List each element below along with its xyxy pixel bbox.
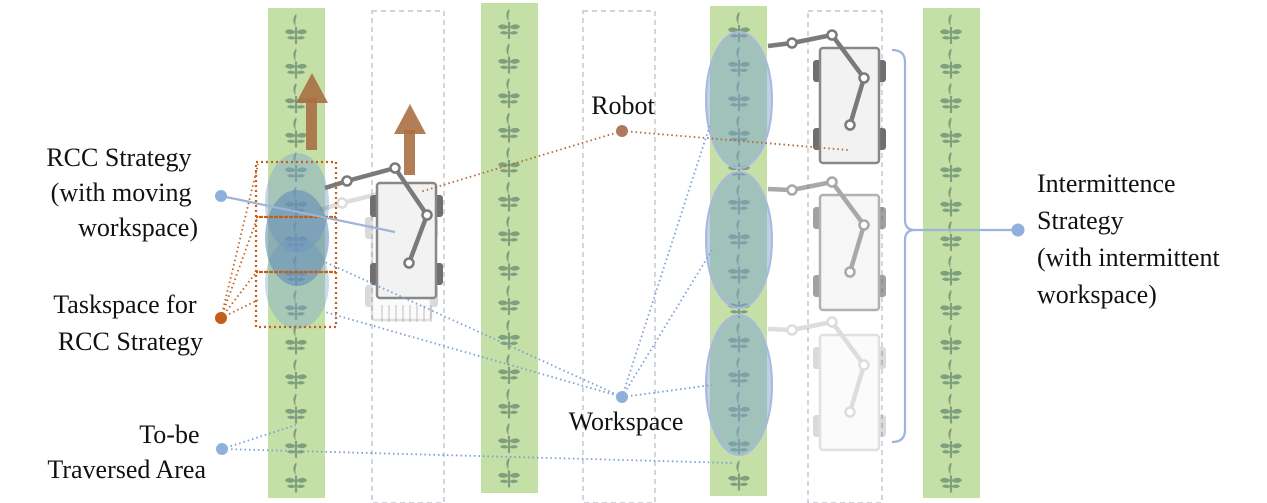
taskspace-boxes [254,160,338,329]
robot-leader-right [621,130,849,151]
robot-intermittent-1 [767,29,886,165]
robot-joint [826,29,838,41]
robot-rcc [324,162,443,300]
robot-body [818,193,881,312]
callout-dots [215,125,1025,455]
intermittence-line-2: Strategy [1037,206,1124,235]
robot-joint [844,119,856,131]
workspace-label: Workspace [569,407,684,436]
intermittence-line-4: workspace) [1037,280,1157,309]
robot-joint [844,406,856,418]
rcc-dot [215,190,227,202]
rcc-strategy-label: RCC Strategy (with moving workspace) [46,143,198,242]
robot-body [375,181,438,300]
robot-dot [616,125,628,137]
robot-arm [767,319,867,413]
intermittence-line-3: (with intermittent [1037,243,1220,272]
workspace-leader-int-2 [621,249,713,398]
robot-intermittent-3 [767,316,886,452]
robot-leader-left [419,130,623,193]
intermittence-dot [1011,223,1025,237]
robot-wheel [365,285,379,307]
lane-2 [582,10,656,503]
robot-joint [403,257,415,269]
robot-intermittent-2 [767,176,886,312]
rcc-strategy-line-3: workspace) [78,213,198,242]
rcc-motion-trail [381,305,432,322]
robots [319,29,886,452]
robot-joint [858,72,870,84]
workspace-leader-rcc-2 [324,311,623,398]
robot-joint [389,162,401,174]
robot-joint [844,266,856,278]
taskspace-line-1: Taskspace for [53,290,197,319]
intermittent-workspace-3 [705,314,773,456]
crop-row-2 [481,3,538,493]
robot-joint [826,316,838,328]
taskspace-label: Taskspace for RCC Strategy [53,290,203,356]
workspace-leader-int-1 [621,124,711,398]
lane-3 [807,10,883,503]
leader-lines [220,124,849,464]
robot-joint [786,324,798,336]
rcc-strategy-line-2: (with moving [51,178,192,207]
robot-joint [858,359,870,371]
robot-joint [786,184,798,196]
robot-joint [826,176,838,188]
to-be-traversed-label: To-be Traversed Area [47,420,206,484]
to-be-traversed-line-2: Traversed Area [47,455,206,484]
arrow-row [296,73,328,150]
lane-1 [371,10,445,503]
intermittent-workspace-2 [705,171,773,309]
arrow-lane [394,104,426,175]
rcc-strategy-line-1: RCC Strategy [46,143,191,172]
robot-body [818,46,881,165]
robot-joint [421,209,433,221]
taskspace-leader-2 [220,215,259,319]
intermittence-line-1: Intermittence [1037,169,1176,198]
traversed-dot [216,443,228,455]
solid-callouts [220,48,1018,444]
intermittent-workspaces [705,31,773,456]
workspace-leader-rcc-1 [324,261,623,398]
taskspace-line-2: RCC Strategy [58,327,203,356]
traversal-lanes [371,10,883,503]
robot-joint [786,37,798,49]
intermittence-bracket [891,48,916,444]
taskspace-leader-4 [220,299,259,319]
taskspace-leader-1 [220,163,259,319]
direction-arrows [296,73,426,175]
robot-joint [858,219,870,231]
robot-wheel [872,347,886,369]
workspace-dot [616,391,628,403]
robot-wheel [813,347,827,369]
robot-joint [341,175,353,187]
intermittent-workspace-1 [705,31,773,169]
intermittence-label: Intermittence Strategy (with intermitten… [1037,169,1226,309]
workspace-leader-int-3 [621,384,713,398]
robot-body [818,333,881,452]
rcc-callout-line [220,194,396,234]
to-be-traversed-line-1: To-be [139,420,199,449]
rcc-workspaces [265,153,329,329]
crop-row-4 [923,8,980,498]
taskspace-leader-3 [220,269,259,319]
labels: RCC Strategy (with moving workspace) Tas… [46,91,1226,484]
robot-joint [336,197,348,209]
robot-label: Robot [591,91,655,120]
taskspace-box-3 [254,270,338,329]
robot-wheel [872,415,886,437]
taskspace-dot [215,312,227,324]
robot-wheel [813,415,827,437]
